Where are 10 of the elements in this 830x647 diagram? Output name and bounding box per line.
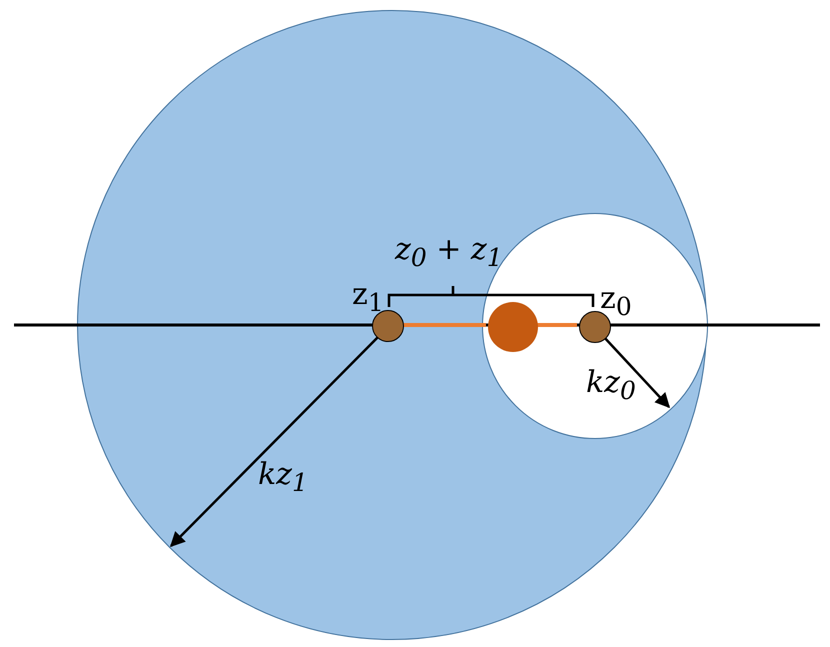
connector-line [403, 323, 486, 327]
math-label: z$_{0}$ + z$_{1}$ [395, 235, 503, 270]
point-label: z$_{1}$ [352, 280, 384, 315]
center-point [488, 302, 538, 352]
point [372, 310, 404, 342]
connector-line [536, 323, 577, 327]
point [579, 311, 611, 343]
math-label: kz$_{1}$ [258, 460, 308, 495]
point-label: z$_{0}$ [600, 284, 632, 319]
math-label: kz$_{0}$ [586, 368, 636, 403]
